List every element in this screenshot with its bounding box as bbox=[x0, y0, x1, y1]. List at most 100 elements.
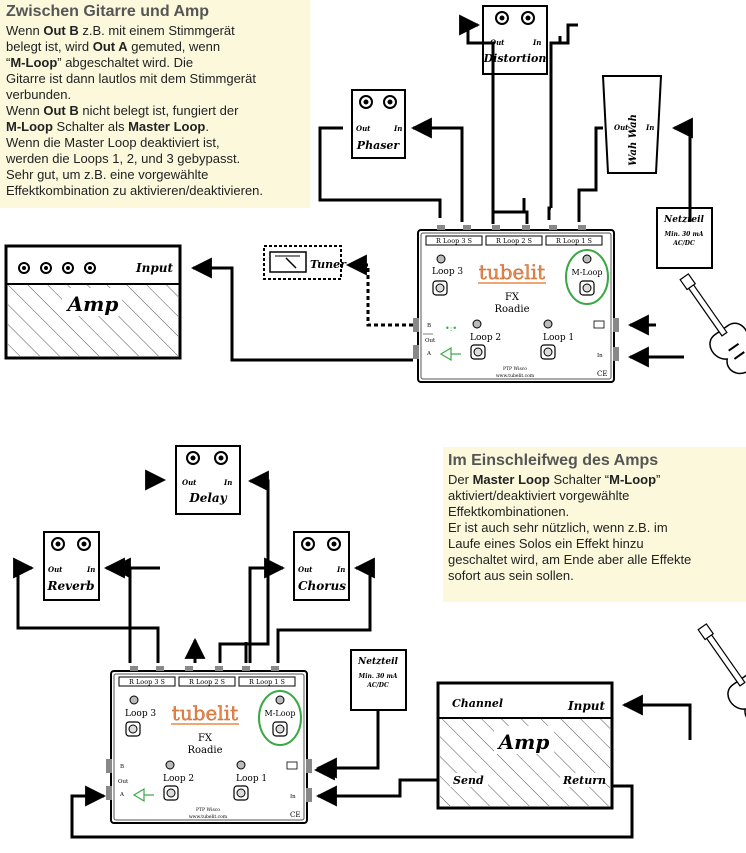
chorus-label: Chorus bbox=[298, 579, 346, 593]
bottom-info-line: Er ist auch sehr nützlich, wenn z.B. im bbox=[448, 520, 668, 535]
loop1-label: Loop 1 bbox=[543, 333, 574, 343]
svg-text:FX: FX bbox=[198, 733, 213, 744]
amp-input-label: Input bbox=[135, 261, 173, 275]
top-info-line: Wenn Out B z.B. mit einem Stimmgerät bbox=[6, 23, 235, 38]
wah-out-label: Out bbox=[614, 123, 629, 132]
delay-pedal: Out In Delay bbox=[175, 445, 241, 515]
loop2-header: R Loop 2 S bbox=[496, 237, 532, 245]
amp-bottom: Channel Input Amp Send Return bbox=[436, 681, 614, 810]
tuner-cable bbox=[345, 254, 413, 327]
svg-text:CE: CE bbox=[597, 370, 607, 378]
send-label: Send bbox=[453, 774, 484, 787]
top-info-title: Zwischen Gitarre und Amp bbox=[6, 3, 209, 20]
power-supply-bottom: Netzteil Min. 30 mA AC/DC bbox=[350, 649, 407, 711]
bottom-info-line: Effektkombinationen. bbox=[448, 504, 570, 519]
wah-in-label: In bbox=[645, 123, 654, 132]
loop2-label: Loop 2 bbox=[470, 333, 501, 343]
model-fx: FX bbox=[505, 292, 520, 303]
top-info-line: belegt ist, wird Out A gemuted, wenn bbox=[6, 39, 221, 54]
guitar-icon-bottom bbox=[697, 623, 746, 725]
svg-text:•:•: •:• bbox=[445, 324, 457, 333]
svg-text:In: In bbox=[290, 794, 296, 800]
svg-text:B: B bbox=[120, 764, 124, 770]
guitar-icon bbox=[679, 273, 746, 375]
loop3-header: R Loop 3 S bbox=[436, 237, 472, 245]
power-supply-top: Netzteil Min. 30 mA AC/DC bbox=[656, 207, 713, 269]
bottom-info-line: sofort aus sein sollen. bbox=[448, 568, 574, 583]
return-label: Return bbox=[562, 774, 606, 787]
reverb-pedal: Out In Reverb bbox=[43, 531, 100, 601]
bottom-info-line: Laufe eines Solos ein Effekt hinzu bbox=[448, 536, 644, 551]
bottom-info-line: aktiviert/deaktiviert vorgewählte bbox=[448, 488, 630, 503]
cables-top bbox=[190, 14, 693, 368]
mloop-label: M-Loop bbox=[572, 268, 603, 277]
svg-text:Out: Out bbox=[118, 779, 129, 785]
netzteil-label: Netzteil bbox=[663, 215, 705, 225]
svg-text:PTP Wisco: PTP Wisco bbox=[196, 807, 220, 813]
svg-text:AC/DC: AC/DC bbox=[366, 682, 389, 689]
cables-bottom bbox=[13, 469, 692, 839]
fx-roadie-top: R Loop 3 S R Loop 2 S R Loop 1 S Loop 3 … bbox=[413, 225, 619, 383]
phaser-label: Phaser bbox=[356, 139, 401, 152]
distortion-label: Distortion bbox=[483, 52, 547, 65]
amp-label: Amp bbox=[66, 292, 119, 316]
amp-bottom-label: Amp bbox=[497, 730, 550, 754]
top-info-line: Wenn die Master Loop deaktiviert ist, bbox=[6, 135, 220, 150]
svg-text:R Loop 1 S: R Loop 1 S bbox=[249, 678, 285, 686]
top-info-line: verbunden. bbox=[6, 87, 72, 102]
delay-out-label: Out bbox=[182, 478, 197, 487]
tuner-label: Tuner bbox=[310, 258, 347, 271]
top-info-line: M-Loop Schalter als Master Loop. bbox=[6, 119, 209, 134]
phaser-in-label: In bbox=[393, 124, 402, 133]
top-info-line: Wenn Out B nicht belegt ist, fungiert de… bbox=[6, 103, 239, 118]
svg-text:R Loop 3 S: R Loop 3 S bbox=[129, 678, 165, 686]
svg-text:Min. 30 mA: Min. 30 mA bbox=[358, 673, 398, 680]
bottom-info-title: Im Einschleifweg des Amps bbox=[448, 452, 659, 469]
tuner-device: Tuner bbox=[263, 245, 347, 280]
svg-text:A: A bbox=[119, 792, 125, 798]
phaser-out-label: Out bbox=[356, 124, 371, 133]
bottom-info-line: Der Master Loop Schalter “M-Loop” bbox=[448, 472, 661, 487]
svg-text:Out: Out bbox=[425, 338, 436, 344]
delay-label: Delay bbox=[188, 491, 227, 505]
loop3-label: Loop 3 bbox=[432, 267, 463, 277]
reverb-out-label: Out bbox=[48, 565, 63, 574]
wah-label: Wah Wah bbox=[628, 114, 639, 166]
reverb-label: Reverb bbox=[47, 579, 95, 593]
bottom-info-line: geschaltet wird, am Ende aber alle Effek… bbox=[448, 552, 692, 567]
distortion-in-label: In bbox=[532, 38, 541, 47]
svg-text:www.tubelit.com: www.tubelit.com bbox=[496, 373, 535, 379]
top-info-line: Effektkombination zu aktivieren/deaktivi… bbox=[6, 183, 264, 198]
brand-logo-bottom: tubelit bbox=[172, 701, 238, 725]
phaser-pedal: Out In Phaser bbox=[351, 89, 406, 159]
distortion-out-label: Out bbox=[490, 38, 505, 47]
model-roadie: Roadie bbox=[494, 304, 529, 315]
brand-logo: tubelit bbox=[479, 260, 545, 284]
loop1-header: R Loop 1 S bbox=[556, 237, 592, 245]
bottom-info-text: Der Master Loop Schalter “M-Loop”aktivie… bbox=[448, 472, 741, 584]
svg-text:B: B bbox=[427, 323, 431, 329]
channel-label: Channel bbox=[452, 697, 503, 710]
amp-top: Input Amp bbox=[4, 244, 182, 360]
top-info-line: Sehr gut, um z.B. eine vorgewählte bbox=[6, 167, 209, 182]
svg-text:Netzteil: Netzteil bbox=[357, 657, 399, 667]
delay-in-label: In bbox=[223, 478, 232, 487]
svg-text:Roadie: Roadie bbox=[187, 745, 222, 756]
top-info-line: Gitarre ist dann lautlos mit dem Stimmge… bbox=[6, 71, 256, 86]
svg-text:PTP Wisco: PTP Wisco bbox=[503, 366, 527, 372]
svg-text:CE: CE bbox=[290, 811, 300, 819]
bottom-info-box: Im Einschleifweg des Amps Der Master Loo… bbox=[443, 447, 746, 602]
svg-text:In: In bbox=[597, 353, 603, 359]
svg-text:Loop 1: Loop 1 bbox=[236, 774, 267, 784]
svg-text:Loop 2: Loop 2 bbox=[163, 774, 194, 784]
reverb-in-label: In bbox=[86, 565, 95, 574]
svg-text:www.tubelit.com: www.tubelit.com bbox=[189, 814, 228, 820]
top-info-box: Zwischen Gitarre und Amp Wenn Out B z.B.… bbox=[0, 0, 310, 208]
top-info-line: werden die Loops 1, 2, und 3 gebypasst. bbox=[6, 151, 241, 166]
svg-text:Min. 30 mA: Min. 30 mA bbox=[664, 231, 704, 238]
amp-bottom-input-label: Input bbox=[567, 699, 605, 713]
fx-roadie-bottom: R Loop 3 S R Loop 2 S R Loop 1 S Loop 3 … bbox=[106, 666, 312, 824]
svg-text:A: A bbox=[426, 351, 432, 357]
